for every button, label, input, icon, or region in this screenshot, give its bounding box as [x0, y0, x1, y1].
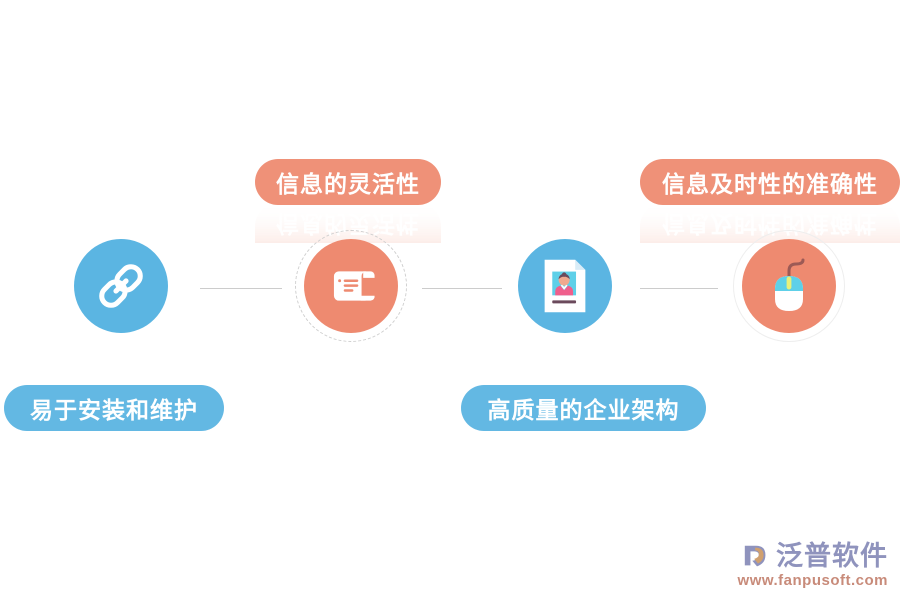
connector-line-2 — [422, 288, 502, 289]
label-text: 信息的灵活性 — [276, 171, 420, 197]
connector-line-1 — [200, 288, 282, 289]
label-high-quality-enterprise-architecture[interactable]: 高质量的企业架构 — [461, 385, 706, 431]
fanpu-logo-icon — [742, 541, 772, 571]
id-card-document-icon — [540, 258, 590, 314]
connector-line-3 — [640, 288, 718, 289]
watermark-url: www.fanpusoft.com — [737, 572, 888, 589]
label-information-flexibility[interactable]: 信息的灵活性 — [255, 159, 441, 205]
label-text: 易于安装和维护 — [30, 397, 198, 423]
node-scroll-document[interactable] — [295, 230, 407, 342]
node-chain-link[interactable] — [74, 239, 168, 333]
chain-link-icon — [94, 259, 148, 313]
label-text: 高质量的企业架构 — [487, 397, 680, 423]
light-ring-decoration — [733, 230, 845, 342]
watermark-brand-name: 泛普软件 — [776, 540, 888, 571]
node-computer-mouse[interactable] — [733, 230, 845, 342]
dashed-ring-decoration — [295, 230, 407, 342]
label-text: 信息及时性的准确性 — [662, 171, 878, 197]
label-easy-install-maintain[interactable]: 易于安装和维护 — [4, 385, 224, 431]
label-information-timeliness-accuracy[interactable]: 信息及时性的准确性 — [640, 159, 900, 205]
watermark: 泛普软件 www.fanpusoft.com — [738, 541, 888, 588]
watermark-brand-row: 泛普软件 — [738, 541, 888, 571]
node-id-card-document[interactable] — [518, 239, 612, 333]
